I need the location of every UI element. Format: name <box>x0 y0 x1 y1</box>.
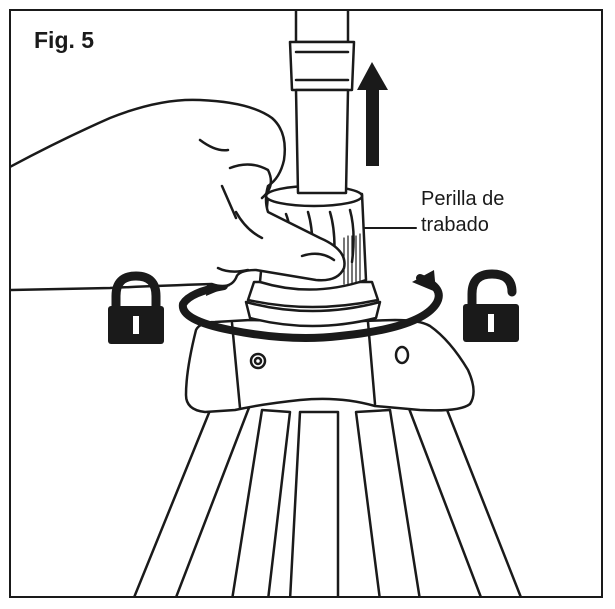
arrow-up-icon <box>357 62 388 166</box>
figure-frame <box>9 9 603 598</box>
callout-line-2: trabado <box>421 214 489 236</box>
lock-open-icon <box>463 269 519 342</box>
lock-closed-icon <box>108 271 164 344</box>
locking-knob-callout: Perilla de trabado <box>421 186 504 238</box>
figure-label: Fig. 5 <box>34 27 95 53</box>
hand <box>11 98 346 292</box>
center-column <box>288 11 356 195</box>
collar-base <box>246 280 380 309</box>
screw-hole-left <box>249 352 267 370</box>
tripod-legs <box>133 390 522 596</box>
callout-line-1: Perilla de <box>421 188 505 210</box>
screw-hole-right <box>394 345 410 365</box>
